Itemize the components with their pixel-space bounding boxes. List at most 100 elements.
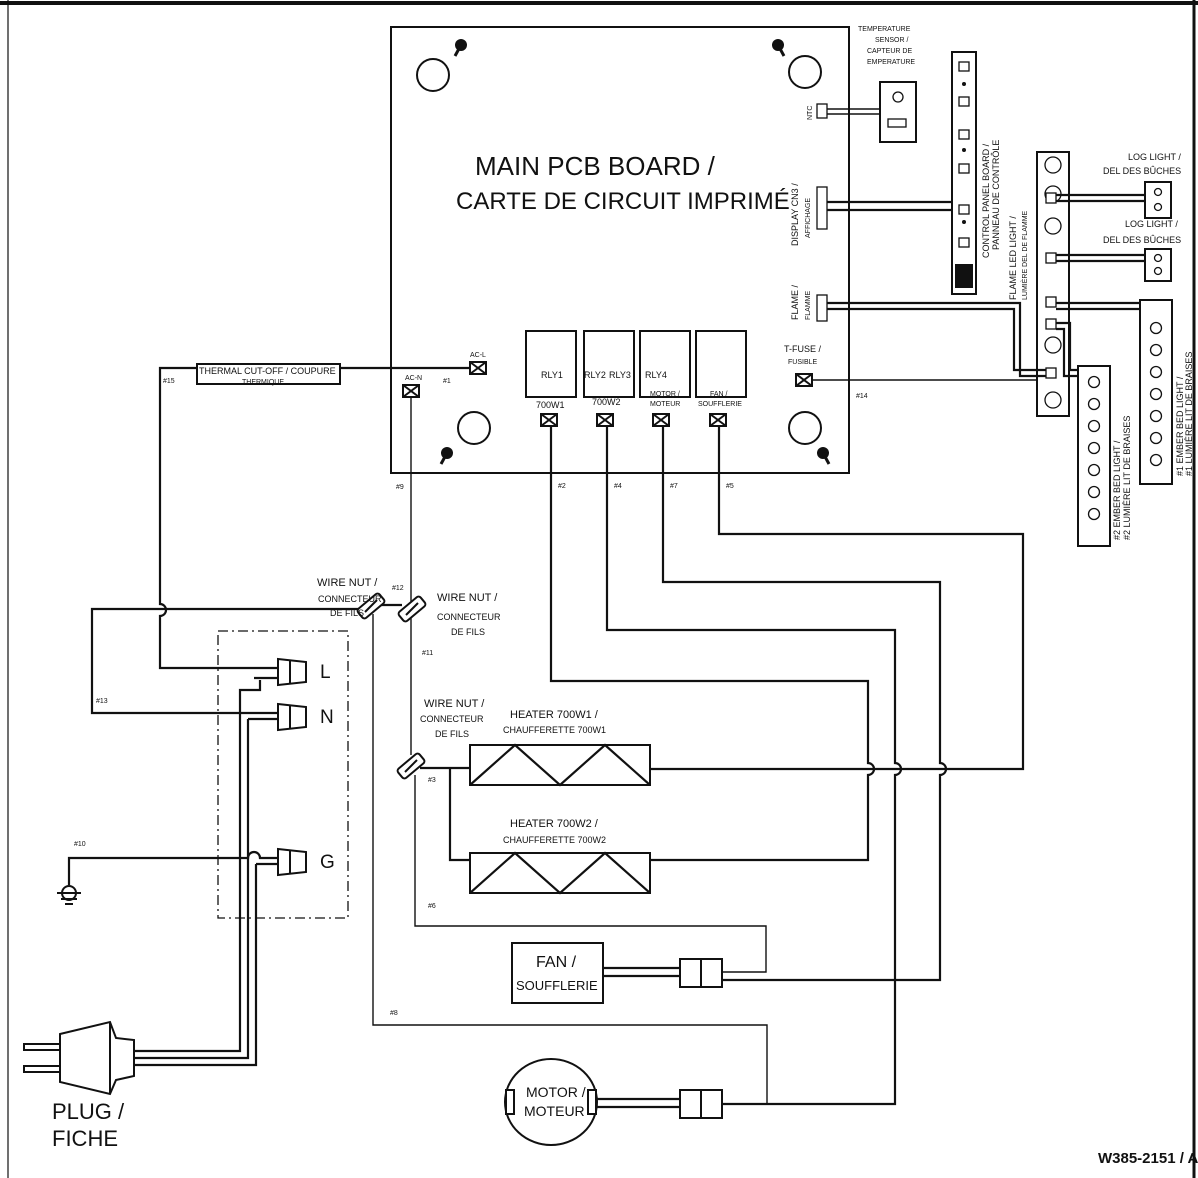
wire-label-6: #6	[428, 903, 436, 910]
temp-sensor-label-2: SENSOR /	[875, 37, 909, 44]
terminal-g-label: G	[320, 852, 335, 873]
plug-icon	[23, 1020, 135, 1096]
ember-2-label-1: #2 EMBER BED LIGHT /	[1112, 440, 1122, 540]
wire-label-12: #12	[392, 585, 404, 592]
wire-label-3: #3	[428, 777, 436, 784]
wire-5	[650, 426, 1025, 771]
screw-icon	[453, 39, 467, 57]
fan-label-1: FAN /	[536, 954, 577, 971]
wire-log-light-1	[1056, 193, 1145, 203]
wire-nut-2-label-1: WIRE NUT /	[437, 592, 498, 604]
connector-fan-label-2: SOUFFLERIE	[698, 401, 742, 408]
wire-flame-2	[827, 307, 1046, 372]
connector-motor-label-2: MOTEUR	[650, 401, 680, 408]
wire-15	[158, 366, 278, 670]
relay-2	[583, 330, 635, 398]
wire-label-11: #11	[422, 650, 433, 657]
control-panel-label-2: PANNEAU DE CONTRÔLE	[991, 140, 1001, 250]
wire-display	[827, 200, 952, 212]
motor-label-2: MOTEUR	[524, 1103, 585, 1119]
wire-label-10: #10	[74, 841, 86, 848]
wire-flame	[827, 301, 1046, 378]
document-code: W385-2151 / A	[1098, 1150, 1198, 1167]
display-label-1: DISPLAY CN3 /	[790, 183, 800, 246]
wire-6	[414, 775, 767, 973]
screw-icon	[772, 39, 786, 57]
heater1-label-2: CHAUFFERETTE 700W1	[503, 725, 606, 735]
connector-700w2-label: 700W2	[592, 397, 621, 407]
connector-fan-label-1: FAN /	[710, 391, 728, 398]
flame-led-label-2: LUMIÈRE DEL DE FLAMME	[1020, 210, 1029, 300]
connector-tfuse-label-2: FUSIBLE	[788, 359, 818, 366]
connector-motor	[652, 413, 670, 427]
wire-3	[420, 766, 470, 862]
relay-3	[639, 330, 691, 398]
log-light-2-label-1: LOG LIGHT /	[1125, 219, 1178, 229]
wire-label-9: #9	[396, 484, 404, 491]
wire-7	[661, 426, 948, 982]
ember-bed-light-1: #1 EMBER BED LIGHT / #1 LUMIÈRE LIT DE B…	[1139, 299, 1194, 485]
main-pcb-board: MAIN PCB BOARD / CARTE DE CIRCUIT IMPRIM…	[390, 26, 850, 474]
wire-nut-1-label-3: DE FILS	[330, 608, 364, 618]
wire-nut-3-label-2: CONNECTEUR	[420, 714, 484, 724]
wire-log-light-2	[1056, 253, 1145, 263]
wire-label-1: #1	[443, 378, 451, 385]
mounting-hole	[457, 411, 491, 445]
relay-1	[525, 330, 577, 398]
wire-nut-2: WIRE NUT / CONNECTEUR DE FILS	[397, 592, 501, 637]
log-light-2-label-2: DEL DES BÛCHES	[1103, 235, 1181, 245]
connector-700w1	[540, 413, 558, 427]
pcb-title-line2: CARTE DE CIRCUIT IMPRIMÉ	[456, 188, 790, 215]
terminal-block-outline	[217, 630, 349, 919]
temperature-sensor: TEMPERATURE SENSOR / CAPTEUR DE EMPERATU…	[858, 26, 917, 143]
mounting-hole	[416, 58, 450, 92]
display-label-2: AFFICHAGE	[805, 198, 812, 238]
ember-1-label-2: #1 LUMIÈRE LIT DE BRAISES	[1184, 352, 1194, 476]
ntc-socket	[816, 103, 828, 119]
terminal-n-label: N	[320, 707, 334, 728]
plug-label-1: PLUG /	[52, 1099, 125, 1124]
wire-label-13: #13	[96, 698, 108, 705]
thermal-cutoff: THERMAL CUT-OFF / COUPURE THERMIQUE	[196, 363, 341, 386]
wire-label-7: #7	[670, 483, 678, 490]
plug-label-2: FICHE	[52, 1126, 118, 1151]
wire-nut-1: WIRE NUT / CONNECTEUR DE FILS	[317, 577, 386, 620]
temp-sensor-label-4: EMPERATURE	[867, 59, 915, 66]
flame-label-1: FLAME /	[790, 284, 800, 320]
wire-2	[549, 426, 876, 862]
heater-700w2: HEATER 700W2 / CHAUFFERETTE 700W2	[469, 818, 651, 895]
display-socket	[816, 186, 828, 230]
control-panel-board: CONTROL PANEL BOARD / PANNEAU DE CONTRÔL…	[951, 51, 1001, 295]
ember-1-label-1: #1 EMBER BED LIGHT /	[1175, 376, 1185, 476]
wire-nut-2-label-2: CONNECTEUR	[437, 612, 501, 622]
heater-700w1: HEATER 700W1 / CHAUFFERETTE 700W1	[469, 709, 651, 787]
connector-700w1-label: 700W1	[536, 400, 565, 410]
connector-tfuse	[795, 373, 813, 387]
ground-icon	[57, 885, 81, 905]
connector-tfuse-label-1: T-FUSE /	[784, 344, 822, 354]
terminal-l: L	[277, 657, 331, 687]
relay-label-3: RLY3	[609, 370, 631, 380]
plug-cord	[134, 680, 262, 1067]
connector-700w2	[596, 413, 614, 427]
heater1-label-1: HEATER 700W1 /	[510, 709, 599, 721]
connector-ac-l	[469, 361, 487, 375]
flame-label-2: FLAMME	[805, 291, 812, 321]
wire-nut-3-label-3: DE FILS	[435, 729, 469, 739]
heater2-label-2: CHAUFFERETTE 700W2	[503, 835, 606, 845]
ember-bed-light-2: #2 EMBER BED LIGHT / #2 LUMIÈRE LIT DE B…	[1077, 365, 1132, 547]
heater2-label-1: HEATER 700W2 /	[510, 818, 599, 830]
wire-nut-2-label-3: DE FILS	[451, 627, 485, 637]
mounting-hole	[788, 55, 822, 89]
wire-label-2: #2	[558, 483, 566, 490]
log-light-1: LOG LIGHT / DEL DES BÛCHES	[1103, 152, 1181, 219]
wire-nut-3: WIRE NUT / CONNECTEUR DE FILS	[396, 698, 485, 780]
terminal-n: N	[277, 702, 334, 732]
connector-ac-l-label: AC-L	[470, 352, 486, 359]
wire-label-15: #15	[163, 378, 175, 385]
wire-nut-1-label-2: CONNECTEUR	[318, 594, 382, 604]
wire-ember-1	[1056, 301, 1140, 311]
wire-nut-3-label-1: WIRE NUT /	[424, 698, 485, 710]
mounting-hole	[788, 411, 822, 445]
